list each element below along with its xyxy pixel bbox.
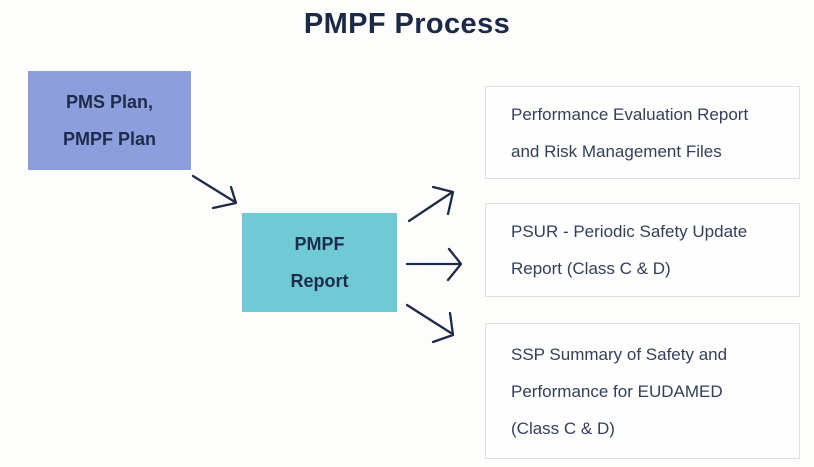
diagram-title: PMPF Process [303, 8, 511, 40]
output-3-line2: Performance for EUDAMED [511, 381, 723, 401]
input-node-pms-pmpf-plan: PMS Plan, PMPF Plan [28, 71, 191, 170]
output-1-line2: and Risk Management Files [511, 141, 722, 161]
input-node-label-line1: PMS Plan, [65, 91, 154, 112]
arrow-input-to-process-icon [191, 174, 238, 210]
process-node-label-line1: PMPF [294, 233, 345, 254]
output-3-line1: SSP Summary of Safety and [511, 344, 728, 364]
output-box-performance-evaluation: Performance Evaluation Report and Risk M… [485, 86, 800, 179]
process-node-label-line2: Report [290, 271, 349, 291]
output-1-line1: Performance Evaluation Report [511, 104, 749, 124]
arrow-process-to-output-1-icon [407, 185, 455, 223]
output-box-psur: PSUR - Periodic Safety Update Report (Cl… [485, 203, 800, 297]
arrow-process-to-output-3-icon [405, 303, 455, 344]
output-2-line2: Report (Class C & D) [511, 259, 671, 278]
arrow-process-to-output-2-icon [405, 247, 463, 282]
process-node-pmpf-report: PMPF Report [242, 213, 397, 312]
input-node-label-line2: PMPF Plan [62, 129, 156, 149]
output-3-line3: (Class C & D) [511, 418, 615, 438]
output-box-ssp: SSP Summary of Safety and Performance fo… [485, 323, 800, 459]
output-2-line1: PSUR - Periodic Safety Update [511, 222, 748, 241]
